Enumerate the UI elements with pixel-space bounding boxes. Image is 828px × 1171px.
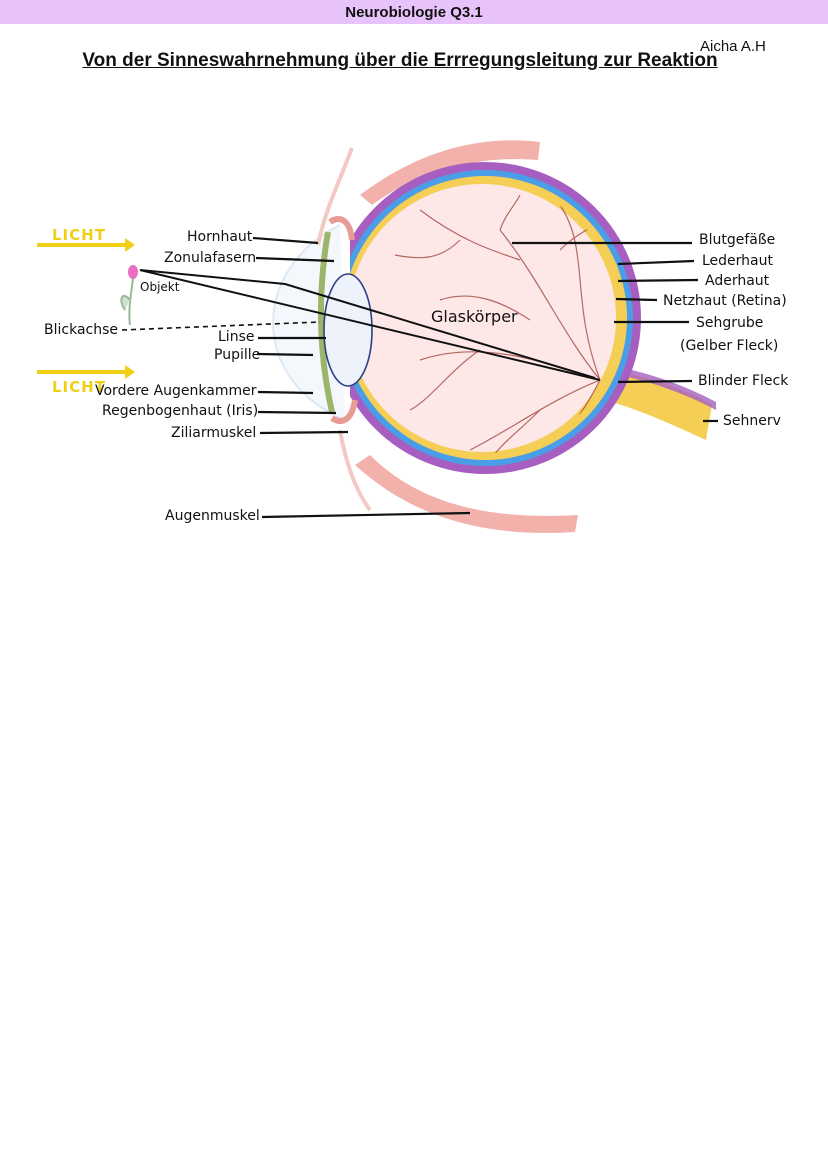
cornea-leader	[252, 236, 319, 245]
optic-nerve-label: Sehnerv	[723, 413, 781, 429]
vitreous-label: Glaskörper	[431, 307, 518, 326]
light-label-top: LICHT	[52, 226, 106, 244]
blind-spot-label: Blinder Fleck	[698, 373, 789, 389]
upper-eye-muscle	[360, 140, 540, 205]
iris-label: Regenbogenhaut (Iris)	[102, 403, 258, 419]
cornea-label: Hornhaut	[187, 229, 253, 245]
vessels-label: Blutgefäße	[699, 232, 775, 248]
zonular-leader	[255, 256, 335, 263]
blind-spot-leader	[617, 379, 693, 384]
axis-label: Blickachse	[44, 322, 118, 338]
fovea-label: Sehgrube	[696, 315, 763, 331]
light-arrowhead-top	[125, 238, 135, 252]
axis-line	[121, 321, 321, 331]
light-arrowhead-bottom	[125, 365, 135, 379]
lens-label: Linse	[218, 329, 254, 345]
optic-nerve-sheath	[612, 366, 716, 410]
sclera-label: Lederhaut	[702, 253, 774, 269]
iris	[317, 231, 335, 413]
eye-muscle-label: Augenmuskel	[165, 508, 260, 524]
eyelid-lower	[338, 429, 372, 512]
light-label-bottom: LICHT	[52, 378, 106, 396]
choroid-label: Aderhaut	[705, 273, 770, 289]
retina-leader	[615, 297, 658, 302]
sclera-leader	[617, 259, 695, 266]
eyelid-upper	[316, 147, 354, 246]
retina-label: Netzhaut (Retina)	[663, 293, 787, 309]
object-flower	[128, 265, 138, 279]
zonular-label: Zonulafasern	[164, 250, 256, 266]
subject-title: Neurobiologie Q3.1	[345, 4, 483, 21]
ciliary-label: Ziliarmuskel	[171, 425, 256, 441]
pupil-label: Pupille	[214, 347, 260, 363]
iris-leader	[257, 410, 337, 415]
object-label: Objekt	[140, 280, 180, 294]
vitreous-body	[348, 184, 616, 452]
fovea-sublabel: (Gelber Fleck)	[680, 338, 778, 354]
object-leaf	[120, 294, 131, 311]
ciliary-muscle-top	[328, 216, 355, 241]
ciliary-muscle-bottom	[330, 399, 358, 424]
page-title: Von der Sinneswahrnehmung über die Errre…	[82, 50, 718, 71]
lower-eye-muscle	[355, 455, 578, 533]
ray-2	[139, 269, 596, 379]
header-bar: Neurobiologie Q3.1	[0, 0, 828, 24]
pupil-leader	[256, 352, 314, 357]
ciliary-leader	[259, 430, 349, 435]
optic-nerve	[612, 370, 712, 440]
ray-1	[139, 269, 601, 381]
object-stem	[128, 277, 134, 326]
author-name: Aicha A.H	[700, 38, 766, 55]
choroid-leader	[617, 278, 699, 283]
eye-muscle-leader	[261, 511, 471, 519]
lens	[323, 273, 373, 387]
anterior-chamber-label: Vordere Augenkammer	[95, 383, 257, 399]
anterior-chamber-leader	[257, 390, 314, 395]
